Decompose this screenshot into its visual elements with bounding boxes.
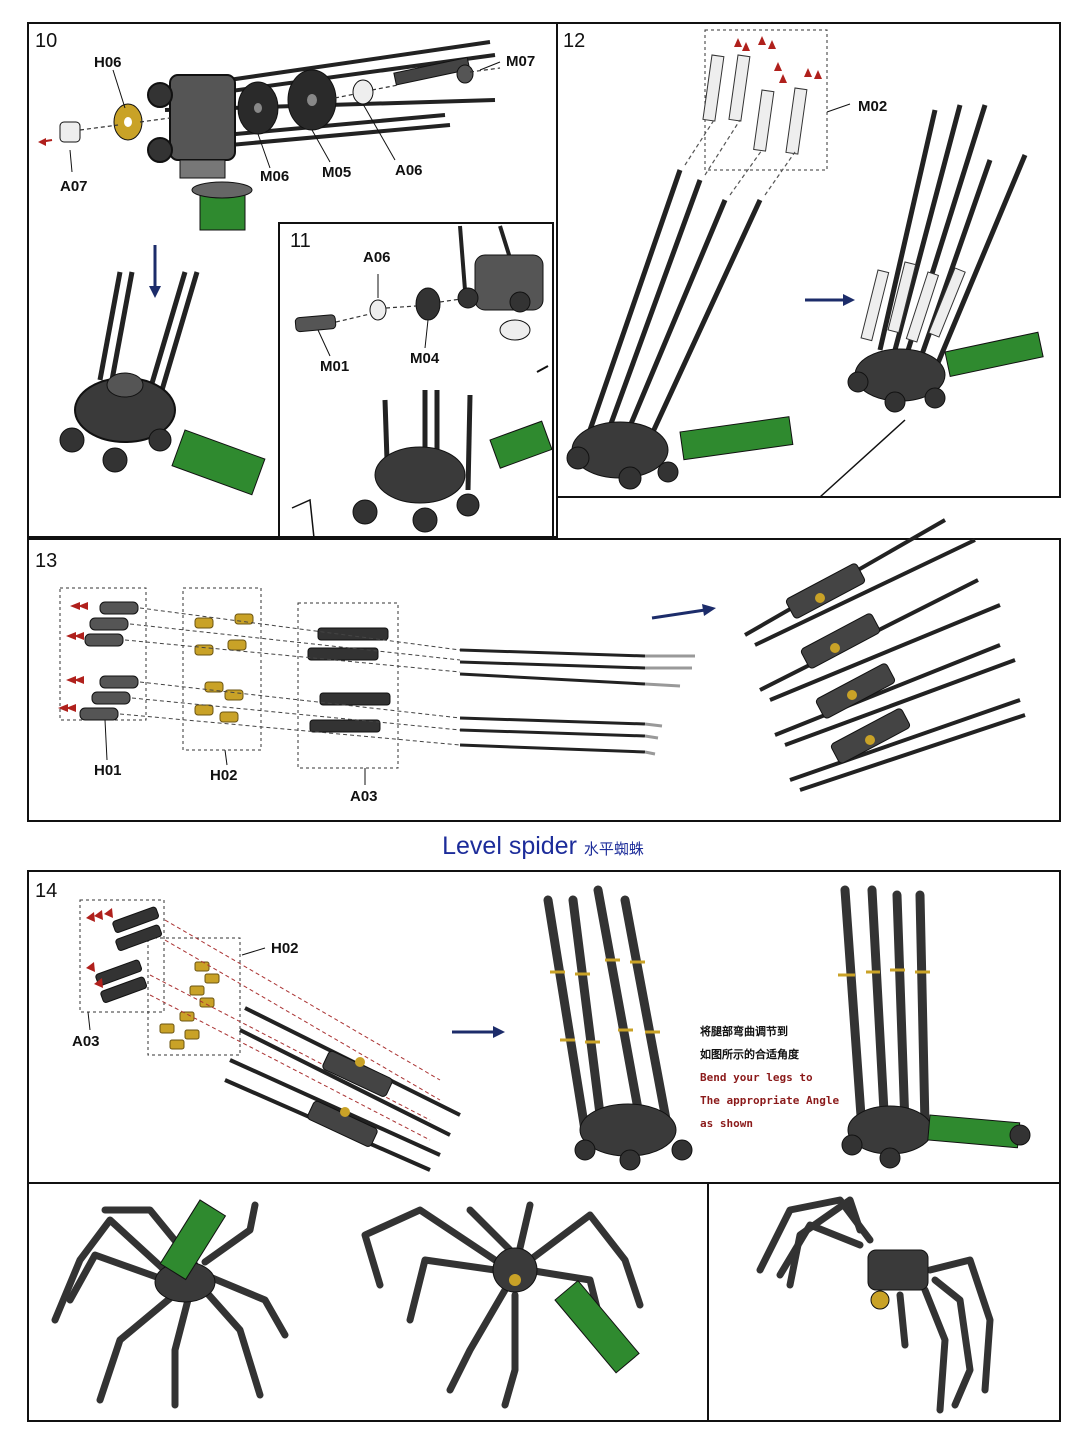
label-h01: H01	[94, 762, 122, 779]
step-11-panel	[278, 222, 554, 538]
final-poses-panel	[27, 1182, 1061, 1422]
step-14-number: 14	[35, 880, 58, 902]
note-en-line1: Bend your legs to	[700, 1071, 813, 1084]
label-m07: M07	[506, 53, 536, 70]
label-m01: M01	[320, 358, 350, 375]
step-14-panel	[27, 870, 1061, 1184]
label-m05: M05	[322, 164, 352, 181]
label-m04: M04	[410, 350, 440, 367]
step-10-number: 10	[35, 30, 58, 52]
label-h06: H06	[94, 54, 122, 71]
note-en-line3: as shown	[700, 1117, 753, 1130]
instruction-note: 将腿部弯曲调节到 如图所示的合适角度 Bend your legs to The…	[700, 1020, 860, 1135]
note-zh-line1: 将腿部弯曲调节到	[700, 1025, 788, 1038]
label-a06-s11: A06	[363, 249, 391, 266]
label-a06-s10: A06	[395, 162, 423, 179]
step-13-number: 13	[35, 550, 58, 572]
label-a07: A07	[60, 178, 88, 195]
title-en: Level spider	[442, 832, 577, 860]
page-title: Level spider 水平蜘蛛	[0, 832, 1086, 861]
final-pose-divider	[707, 1182, 709, 1422]
title-zh: 水平蜘蛛	[583, 841, 644, 858]
label-h02-s13: H02	[210, 767, 238, 784]
step-12-panel	[556, 22, 1061, 498]
label-h02-s14: H02	[271, 940, 299, 957]
note-en-line2: The appropriate Angle	[700, 1094, 840, 1107]
label-m02: M02	[858, 98, 888, 115]
step-13-panel	[27, 538, 1061, 822]
label-a03-s14: A03	[72, 1033, 100, 1050]
label-m06: M06	[260, 168, 290, 185]
label-a03-s13: A03	[350, 788, 378, 805]
note-zh-line2: 如图所示的合适角度	[700, 1048, 799, 1061]
step-12-number: 12	[563, 30, 586, 52]
step-11-number: 11	[290, 230, 311, 252]
